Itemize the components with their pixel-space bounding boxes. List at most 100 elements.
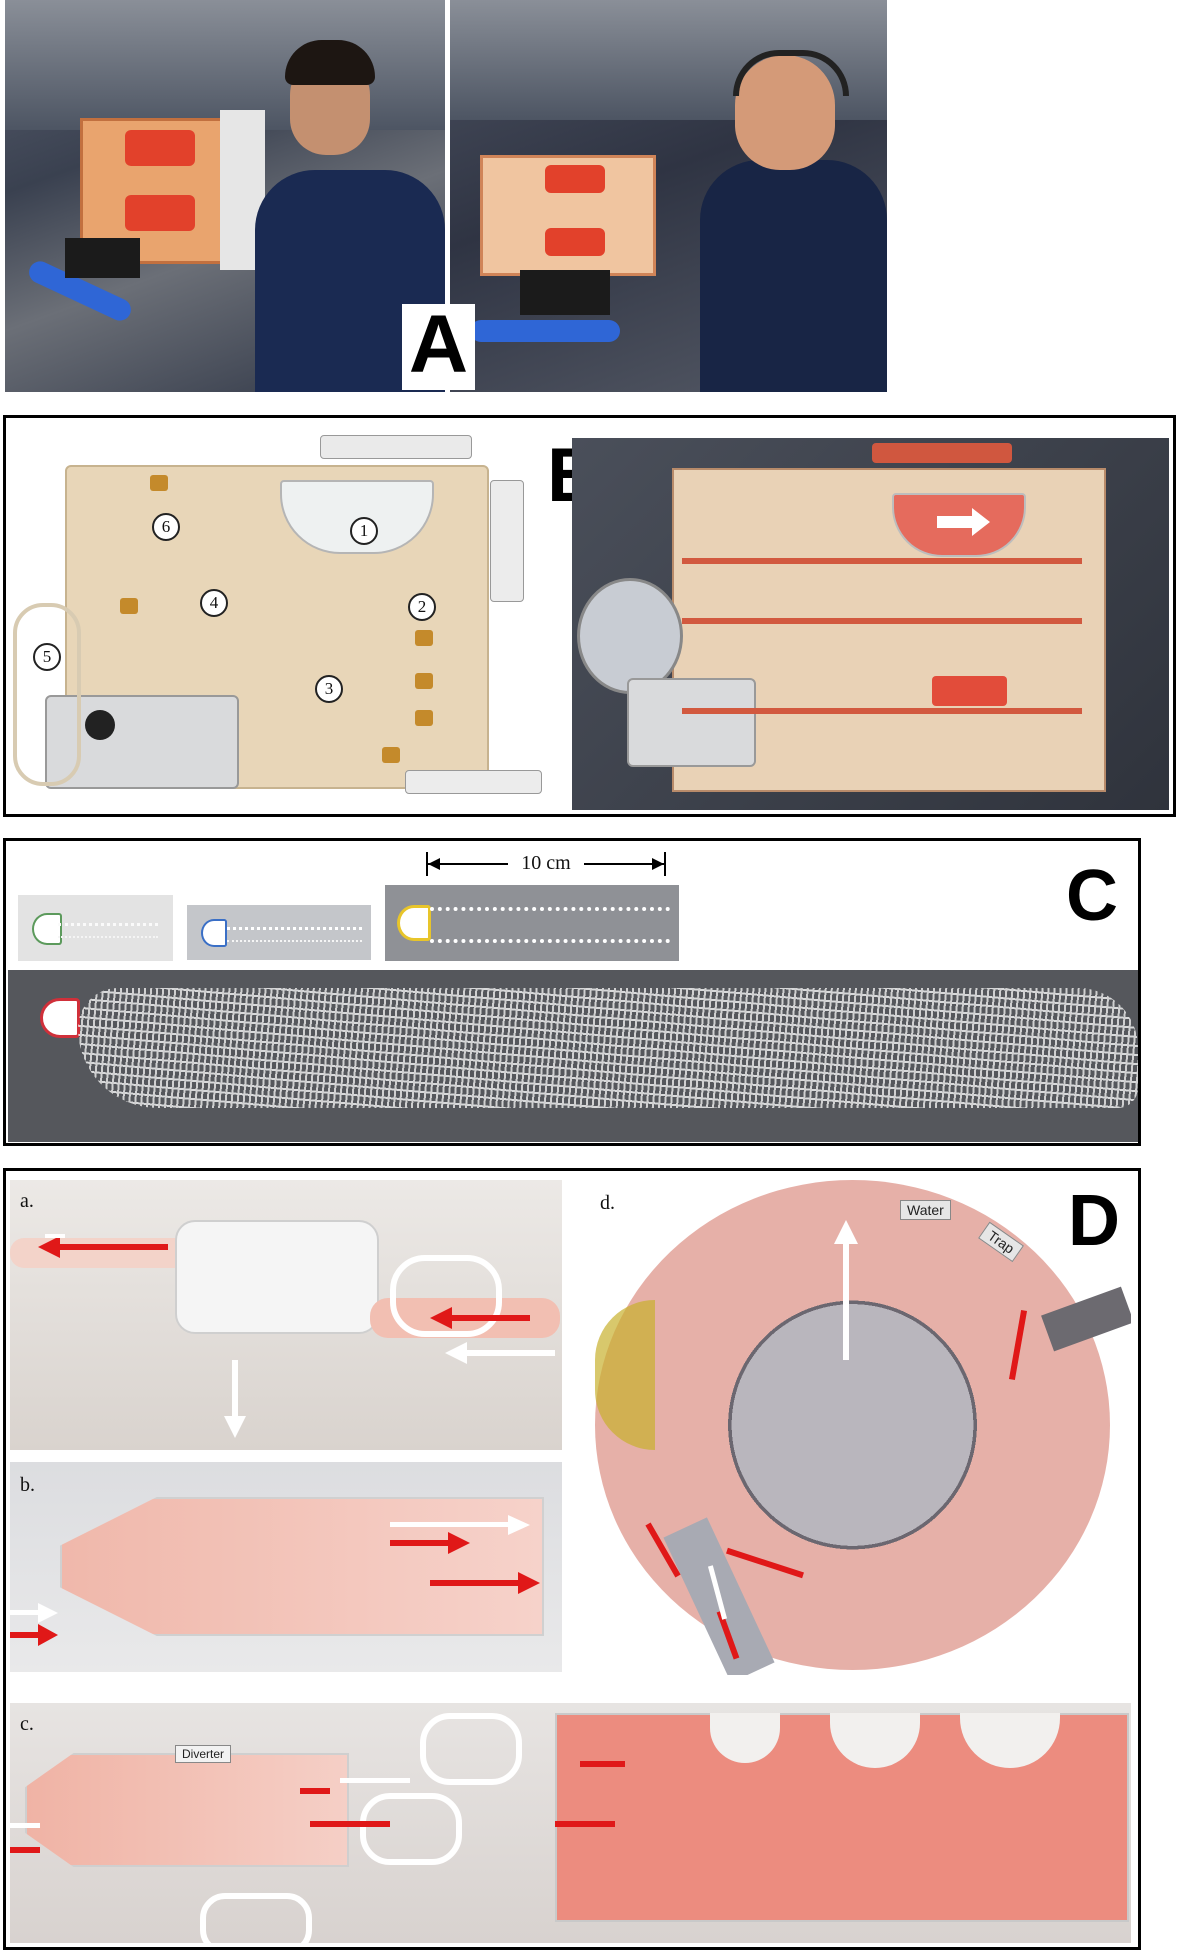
- white-arrow-head: [38, 1603, 58, 1623]
- water-trap-disc: [595, 1180, 1110, 1670]
- red-arrow: [10, 1632, 40, 1638]
- astronaut-right-body: [700, 160, 887, 392]
- white-arrow-head: [508, 1515, 530, 1535]
- panel-b-photo-left: 1 2 3 4 5 6: [10, 425, 555, 810]
- white-arrow: [232, 1360, 238, 1420]
- red-tubing: [682, 558, 1082, 564]
- clamp: [390, 1255, 502, 1337]
- root-mass: [78, 988, 1138, 1108]
- panel-b-photo-right: [572, 438, 1169, 810]
- root-sample-large: [385, 885, 679, 961]
- red-syringe-top: [872, 443, 1012, 463]
- white-arrow: [45, 1234, 65, 1238]
- white-arrow-head: [445, 1342, 467, 1364]
- scale-bar-label: 10 cm: [508, 852, 584, 874]
- blue-hose: [470, 320, 620, 342]
- root-cap: [32, 913, 62, 945]
- valve: [150, 475, 168, 491]
- marker-6: 6: [152, 513, 180, 541]
- red-chamber-bottom: [545, 228, 605, 256]
- scale-bar-left-tick: [426, 852, 428, 876]
- white-arrow: [340, 1778, 410, 1783]
- valve: [382, 747, 400, 763]
- red-tubing: [682, 708, 1082, 714]
- marker-1: 1: [350, 517, 378, 545]
- pump-unit: [627, 678, 756, 767]
- valve: [415, 673, 433, 689]
- panel-a-photo-left: [5, 0, 445, 392]
- clamp: [360, 1793, 462, 1865]
- panel-c-letter: C: [1066, 856, 1118, 936]
- white-arrow: [10, 1823, 40, 1828]
- root-cap: [201, 919, 227, 947]
- water-trap-disc: [577, 578, 683, 694]
- syringe-right: [490, 480, 524, 602]
- astronaut-left-hair: [285, 40, 375, 85]
- root-sample-full: [8, 970, 1138, 1142]
- red-arrow: [555, 1821, 615, 1827]
- subpanel-b-label: b.: [20, 1474, 35, 1496]
- clamp: [420, 1713, 522, 1785]
- white-arrow: [937, 516, 973, 528]
- water-tag: Water: [900, 1200, 951, 1220]
- subpanel-a-photo: [10, 1180, 562, 1450]
- root-cap: [397, 905, 431, 941]
- black-device: [520, 270, 610, 315]
- white-arrow: [843, 1240, 849, 1360]
- valve: [415, 630, 433, 646]
- root-sample-medium: [187, 905, 371, 960]
- red-arrow: [580, 1761, 625, 1767]
- white-arrow: [390, 1522, 510, 1527]
- white-arrow-head: [224, 1416, 246, 1438]
- filter-body: [175, 1220, 379, 1334]
- collection-bag: [13, 603, 81, 786]
- panel-d-letter: D: [1068, 1181, 1120, 1261]
- root-strands: [58, 923, 158, 938]
- panel-a-letter: A: [402, 304, 475, 390]
- red-tubing: [682, 618, 1082, 624]
- marker-2: 2: [408, 593, 436, 621]
- diverter-tag: Diverter: [175, 1745, 232, 1763]
- diverter-body: [60, 1497, 544, 1636]
- red-arrow: [450, 1315, 530, 1321]
- red-arrow-head: [38, 1624, 58, 1646]
- syringe-top: [320, 435, 472, 459]
- red-chamber-bottom: [125, 195, 195, 231]
- red-arrow-head: [38, 1236, 60, 1258]
- valve: [415, 710, 433, 726]
- root-strands: [227, 927, 362, 942]
- subpanel-c-label: c.: [20, 1713, 34, 1735]
- black-device: [65, 238, 140, 278]
- red-chamber-top: [545, 165, 605, 193]
- panel-a-photo-right: [450, 0, 887, 392]
- scale-bar-right-tick: [664, 852, 666, 876]
- red-chamber-top: [125, 130, 195, 166]
- subpanel-b-photo: [10, 1462, 562, 1672]
- valve: [120, 598, 138, 614]
- scale-bar-left-arrowhead: [428, 858, 440, 870]
- red-arrow-head: [448, 1532, 470, 1554]
- red-arrow-head: [430, 1307, 452, 1329]
- root-sample-small: [18, 895, 173, 961]
- red-arrow: [310, 1821, 390, 1827]
- root-strands: [430, 907, 670, 943]
- subpanel-d-label: d.: [600, 1192, 615, 1214]
- subpanel-d-photo: Water Trap: [575, 1180, 1131, 1675]
- white-arrow: [465, 1350, 555, 1356]
- subpanel-a-label: a.: [20, 1190, 34, 1212]
- red-arrow: [58, 1244, 168, 1250]
- white-arrow-head: [972, 508, 990, 536]
- red-arrow: [300, 1788, 330, 1794]
- root-cap: [40, 998, 80, 1038]
- marker-3: 3: [315, 675, 343, 703]
- red-arrow: [390, 1540, 450, 1546]
- red-column: [932, 676, 1007, 706]
- subpanel-c-photo: Diverter: [10, 1703, 1131, 1943]
- syringe-bottom: [405, 770, 542, 794]
- white-arrow-head: [834, 1220, 858, 1244]
- diverter-body: [25, 1753, 349, 1867]
- scale-bar-right-arrowhead: [652, 858, 664, 870]
- red-arrow: [10, 1847, 40, 1853]
- white-arrow: [10, 1610, 40, 1615]
- pump-knob: [85, 710, 115, 740]
